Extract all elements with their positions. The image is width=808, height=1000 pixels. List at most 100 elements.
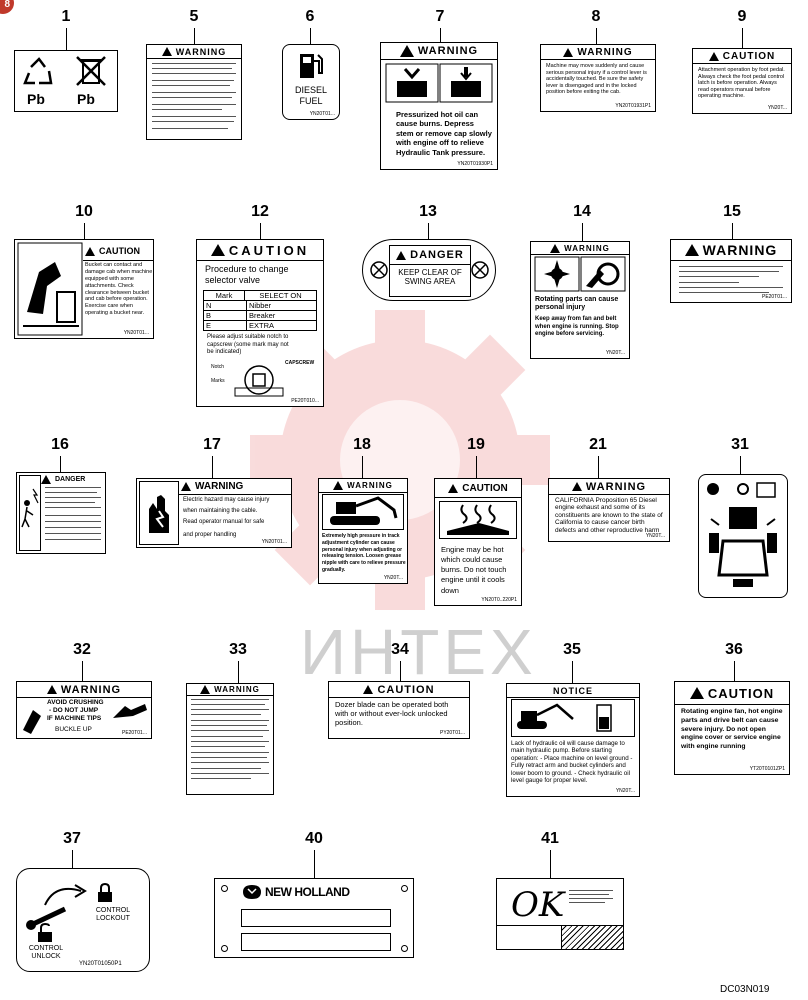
electric-hazard-pictogram <box>139 481 179 545</box>
label-title: WARNING <box>585 480 647 493</box>
leader-line <box>400 661 401 681</box>
label-title: CAUTION <box>99 246 140 256</box>
label-header: CAUTION <box>197 240 323 261</box>
warning-triangle-icon <box>200 685 211 694</box>
item-number-10: 10 <box>75 203 93 220</box>
item-number-36: 36 <box>725 641 743 658</box>
label-header: CAUTION <box>675 682 789 705</box>
text-line <box>191 699 269 701</box>
header-rule <box>83 260 153 261</box>
warning-triangle-icon <box>684 244 699 256</box>
text-line <box>152 63 236 65</box>
warning-triangle-icon <box>448 483 459 493</box>
control-unlock-text: CONTROL UNLOCK <box>28 945 64 961</box>
label-text: CALIFORNIA Proposition 65 Diesel engine … <box>555 497 663 534</box>
item-number-1: 1 <box>61 8 71 25</box>
label-line-3: IF MACHINE TIPS <box>47 715 102 722</box>
label-5-warning: WARNING <box>146 44 242 140</box>
label-header: CAUTION <box>693 49 791 64</box>
label-code: YN20T... <box>383 575 403 581</box>
fan-belt-pictogram <box>534 256 626 292</box>
item-number-8: 8 <box>591 8 601 25</box>
lead-symbol-left: Pb <box>27 91 45 107</box>
item-number-5: 5 <box>189 8 199 25</box>
table-row: E EXTRA <box>203 321 317 331</box>
label-6-diesel-fuel: DIESEL FUEL YN20T01... <box>282 44 340 120</box>
text-line <box>679 292 769 294</box>
text-line <box>45 492 97 494</box>
rivet-hole <box>221 945 228 952</box>
label-35-notice: NOTICE Lack of hydraulic oil will cause … <box>506 683 640 797</box>
text-line <box>152 104 236 106</box>
text-line <box>152 85 230 87</box>
text-line <box>45 502 95 504</box>
hydraulic-tank-pictogram <box>385 63 493 103</box>
table-head-mark: Mark <box>204 291 245 300</box>
excavator-boom-pictogram <box>511 699 635 737</box>
item-number-14: 14 <box>573 203 591 220</box>
crossed-bin-icon <box>76 56 106 86</box>
table-cell: EXTRA <box>249 321 275 330</box>
label-text: Dozer blade can be operated both with or… <box>335 700 449 727</box>
label-34-caution: CAUTION Dozer blade can be operated both… <box>328 681 470 739</box>
label-header: NOTICE <box>507 684 639 698</box>
label-code: YN20T0..220P1 <box>481 597 517 603</box>
leader-line <box>66 28 67 50</box>
label-code: YN20T... <box>605 350 625 356</box>
fuel-text: FUEL <box>299 96 323 106</box>
label-header: WARNING <box>549 479 669 495</box>
label-32-warning: WARNING AVOID CRUSHING - DO NOT JUMP IF … <box>16 681 152 739</box>
label-subtitle: Procedure to change selector valve <box>205 264 289 285</box>
label-line-4: and proper handling <box>183 532 237 538</box>
table-cell: Nibber <box>249 301 272 310</box>
warning-triangle-icon <box>85 246 95 256</box>
text-line <box>191 778 251 780</box>
label-1-recycle: Pb Pb <box>14 50 118 112</box>
item-number-7: 7 <box>435 8 445 25</box>
text-line <box>152 80 234 82</box>
leader-line <box>596 28 597 44</box>
item-number-40: 40 <box>305 830 323 847</box>
hot-surface-pictogram <box>439 501 517 539</box>
rivet-hole <box>221 885 228 892</box>
item-number-35: 35 <box>563 641 581 658</box>
item-number-16: 16 <box>51 436 69 453</box>
locked-padlock-icon <box>98 883 112 902</box>
leader-line <box>260 223 261 239</box>
leader-line <box>212 456 213 478</box>
label-header: CAUTION <box>85 246 153 256</box>
page-marker-number: 8 <box>4 0 10 10</box>
label-header: WARNING <box>147 45 241 59</box>
leader-line <box>72 850 73 868</box>
table-cell: N <box>204 301 247 310</box>
nameplate-field-2 <box>241 933 391 951</box>
recycle-icon <box>23 57 53 85</box>
label-code: YN20T01... <box>261 539 287 545</box>
text-line <box>679 287 783 289</box>
label-36-caution: CAUTION Rotating engine fan, hot engine … <box>674 681 790 775</box>
label-14-warning: WARNING Rotating parts can cause persona… <box>530 241 630 359</box>
leader-line <box>84 223 85 239</box>
label-code: PY20T01... <box>439 730 465 736</box>
text-line <box>679 266 783 268</box>
danger-line-2: SWING AREA <box>404 277 456 286</box>
crossed-circle-icon-right <box>471 261 489 279</box>
label-title: WARNING <box>702 242 778 258</box>
page-marker: 8 <box>0 0 14 14</box>
leader-line <box>582 223 583 241</box>
label-line-2: when maintaining the cable. <box>183 508 258 514</box>
label-header: DANGER <box>41 475 105 484</box>
text-line <box>191 704 265 706</box>
label-9-caution: CAUTION Attachment operation by foot ped… <box>692 48 792 114</box>
label-16-danger: DANGER <box>16 472 106 554</box>
label-code: YT20T0101ZP1 <box>749 766 785 772</box>
center-divider <box>561 925 562 949</box>
label-title: WARNING <box>60 683 122 696</box>
fine-print <box>569 887 619 906</box>
text-line <box>191 762 269 764</box>
ok-mark: OK <box>511 885 565 925</box>
label-header: CAUTION <box>435 479 521 498</box>
leader-line <box>742 28 743 48</box>
bottom-divider <box>497 925 623 926</box>
label-title: WARNING <box>347 481 393 490</box>
